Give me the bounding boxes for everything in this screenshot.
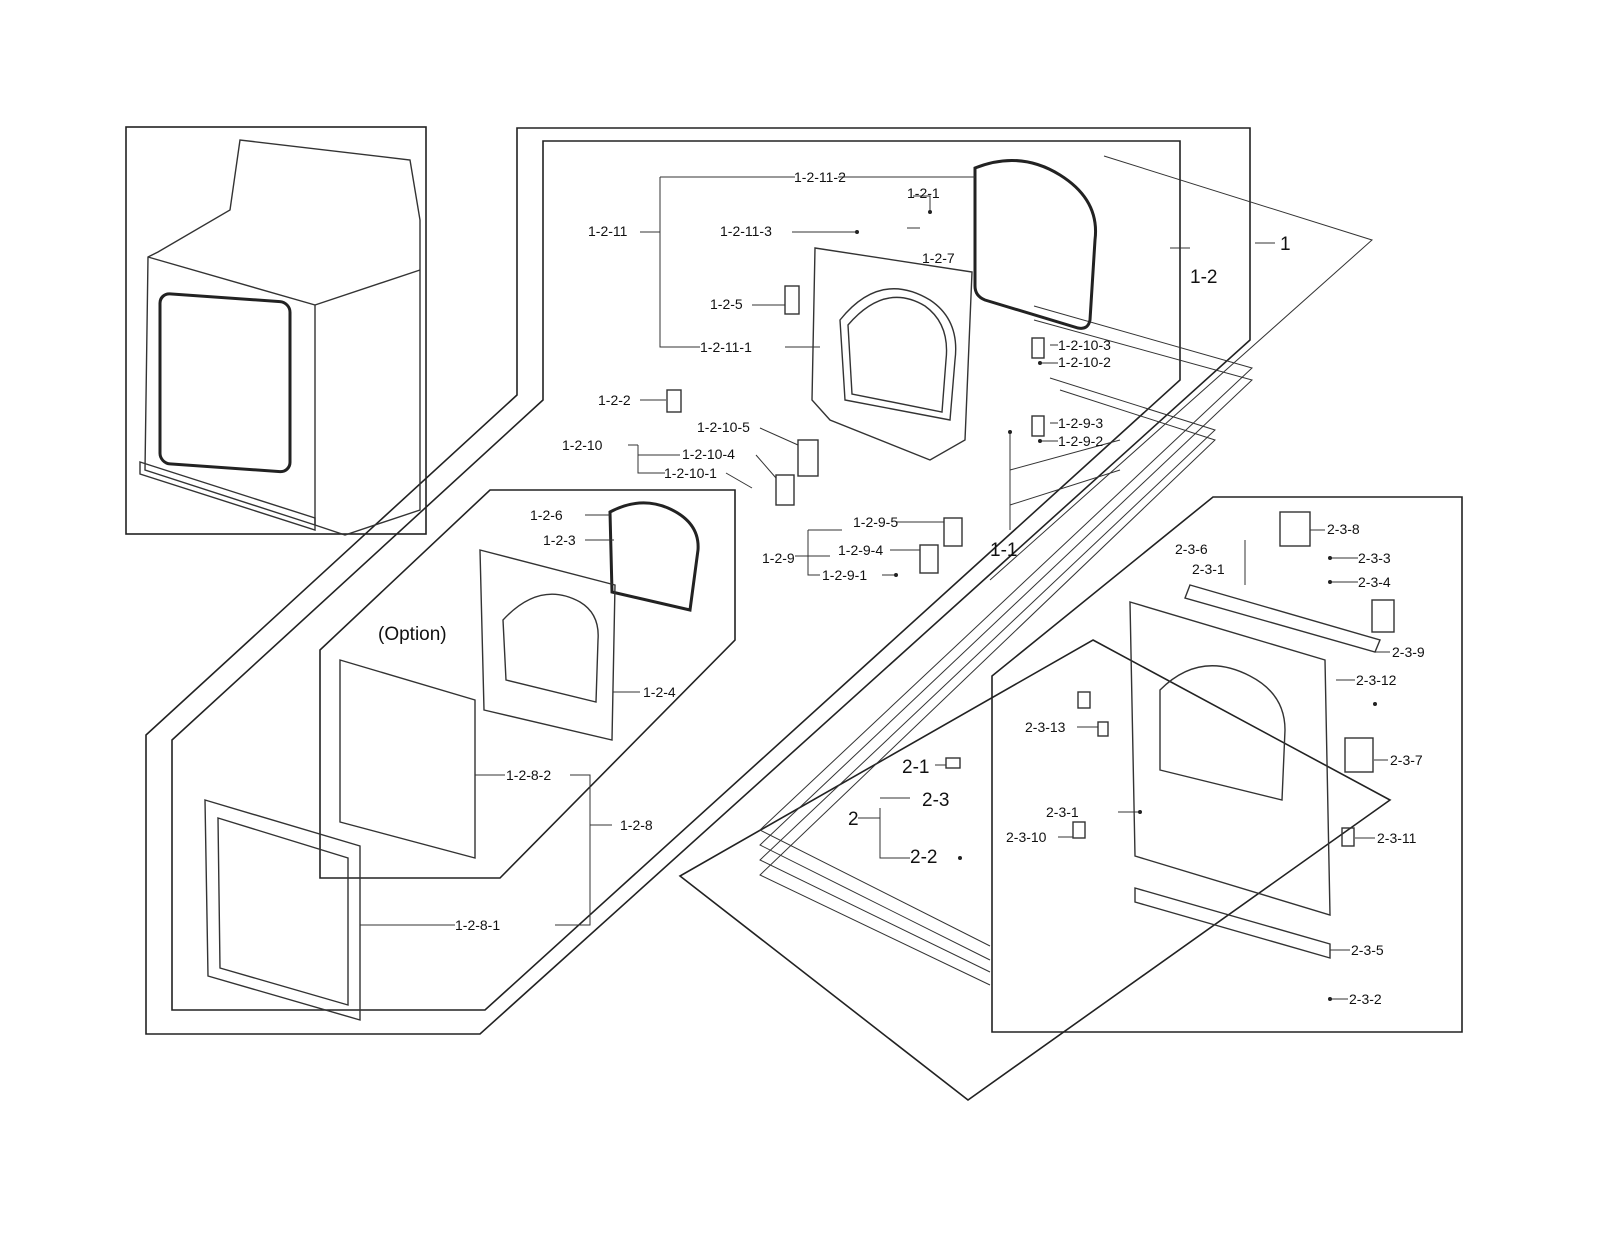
cover-2-3-11 [1341,827,1355,847]
callout-2-3-13: 2-3-13 [1025,719,1066,735]
callout-2-1: 2-1 [902,757,929,778]
door-glass-1-2-8-1 [204,799,361,1021]
assembled-dryer-frame [125,126,427,535]
screw-dots [855,210,1377,1001]
option-panel-frame [319,489,736,879]
callout-1-2-9-1: 1-2-9-1 [822,567,867,583]
callout-1-2-5: 1-2-5 [710,296,743,312]
latch-1-2-5 [784,285,800,315]
bracket-2-3-8 [1279,511,1311,547]
leader-lines [360,176,1390,1000]
callout-1-2-11-3: 1-2-11-3 [720,223,772,239]
callout-2-3-1-bottom: 2-3-1 [1046,804,1079,820]
callout-1-2-11: 1-2-11 [588,223,628,239]
hinge-1-2-9-3 [1031,415,1045,437]
callout-1-2-2: 1-2-2 [598,392,631,408]
callout-1-2: 1-2 [1190,267,1217,288]
hinge-1-2-10-3 [1031,337,1045,359]
section-2-3-frame [991,496,1463,1033]
callout-1-2-11-2: 1-2-11-2 [794,169,846,185]
top-bracket-2-3-9 [1184,584,1381,653]
callout-1-2-9-5: 1-2-9-5 [853,514,898,530]
callout-1-2-3: 1-2-3 [543,532,576,548]
callout-1-2-1: 1-2-1 [907,185,940,201]
hinge-1-2-2 [666,389,682,413]
callout-1-2-10-5: 1-2-10-5 [697,419,750,435]
callout-2-3: 2-3 [922,790,949,811]
callout-2-3-1-top: 2-3-1 [1192,561,1225,577]
door-gasket-1-2-6 [608,501,700,612]
callout-1-2-10: 1-2-10 [562,437,603,453]
section-1-outer-frame [145,127,1251,1035]
callout-2-3-7: 2-3-7 [1390,752,1423,768]
hinge-1-2-9 [919,517,963,574]
callout-2-3-3: 2-3-3 [1358,550,1391,566]
callout-1-2-10-4: 1-2-10-4 [682,446,735,462]
callout-1-2-8: 1-2-8 [620,817,653,833]
hinge-2-3-9-right [1371,599,1395,633]
callout-2-3-12: 2-3-12 [1356,672,1397,688]
callout-2-3-2: 2-3-2 [1349,991,1382,1007]
callout-1-2-10-2: 1-2-10-2 [1058,354,1111,370]
callout-1-2-7: 1-2-7 [922,250,955,266]
callout-1-2-9-4: 1-2-9-4 [838,542,883,558]
option-label: (Option) [378,624,447,645]
callout-labels: 1-2-11-2 1-2-1 1-2-11-3 1-2-11 1-2-7 1 1… [378,169,1425,1007]
assembled-dryer [139,139,421,536]
door-frame-1-2-4 [479,549,616,741]
callout-1-2-8-1: 1-2-8-1 [455,917,500,933]
door-gasket-1-2-11-2 [973,158,1098,330]
callout-2-3-4: 2-3-4 [1358,574,1391,590]
section-2-frame [678,639,1392,1101]
callout-1-2-8-2: 1-2-8-2 [506,767,551,783]
callout-2: 2 [848,809,859,830]
callout-1-2-4: 1-2-4 [643,684,676,700]
callout-1-2-10-3: 1-2-10-3 [1058,337,1111,353]
callout-1: 1 [1280,234,1291,255]
hinge-assembly-1-2-10 [775,439,819,506]
callout-2-3-8: 2-3-8 [1327,521,1360,537]
callout-2-2: 2-2 [910,847,937,868]
callout-2-3-11: 2-3-11 [1377,830,1417,846]
callout-1-1: 1-1 [990,540,1017,561]
callout-2-3-9: 2-3-9 [1392,644,1425,660]
inner-door-frame-1-2-11-1 [811,247,973,461]
callout-1-2-9: 1-2-9 [762,550,795,566]
callout-1-2-10-1: 1-2-10-1 [664,465,717,481]
exploded-guide-lines [759,155,1373,986]
front-panel-2-3-1 [1129,601,1331,916]
callout-1-2-11-1: 1-2-11-1 [700,339,752,355]
door-panel-1-2-8-2 [339,659,476,859]
callout-2-3-6: 2-3-6 [1175,541,1208,557]
bottom-bracket-2-3-5 [1134,887,1331,959]
callout-2-3-10: 2-3-10 [1006,829,1047,845]
callout-1-2-6: 1-2-6 [530,507,563,523]
callout-1-2-9-2: 1-2-9-2 [1058,433,1103,449]
callout-2-3-5: 2-3-5 [1351,942,1384,958]
clip-2-3-13 [1077,691,1109,737]
cover-2-3-10 [1072,821,1086,839]
section-1-2-frame [171,140,1181,1011]
bracket-2-3-7 [1344,737,1374,773]
callout-1-2-9-3: 1-2-9-3 [1058,415,1103,431]
part-2-1 [945,757,961,769]
